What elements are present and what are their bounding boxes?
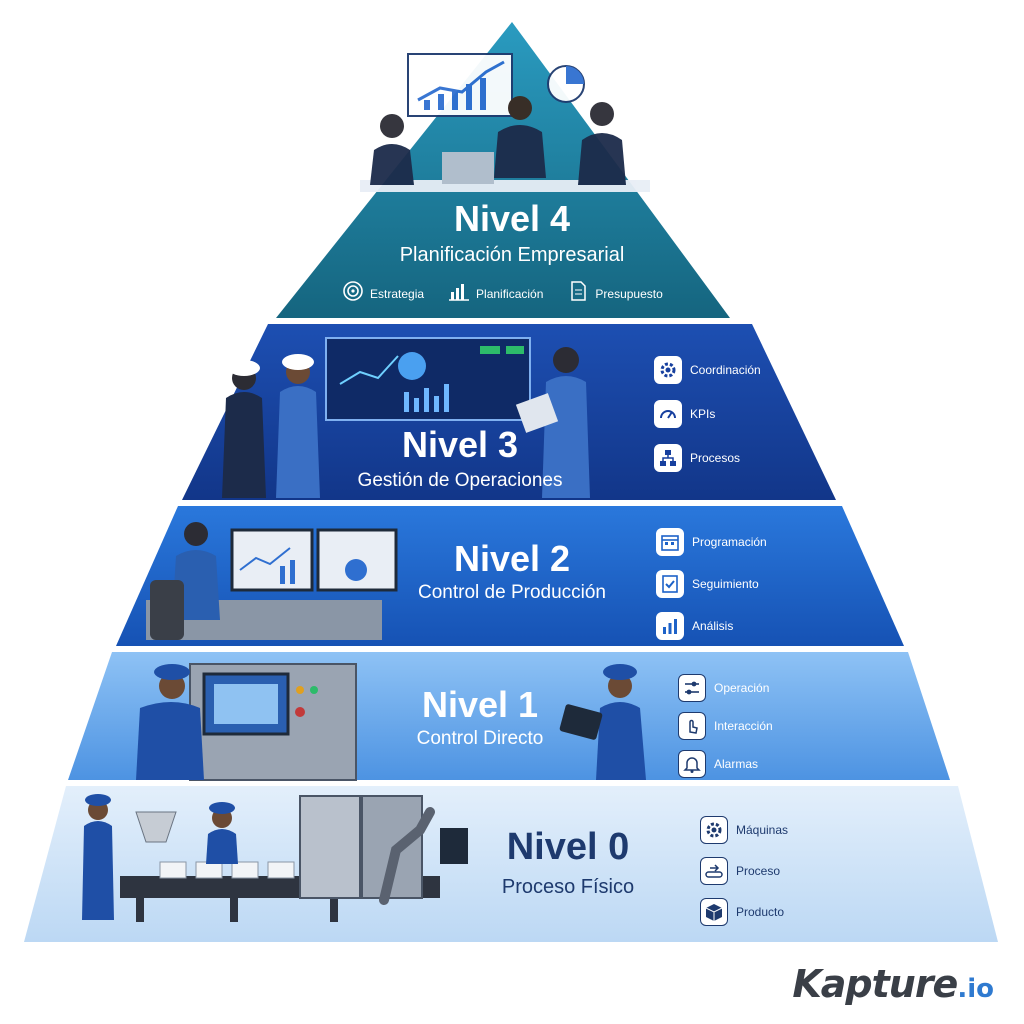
meeting-illustration <box>360 53 650 192</box>
box-icon <box>700 898 728 926</box>
tier-0-item-label: Proceso <box>736 864 781 878</box>
bar-chart-icon <box>656 612 684 640</box>
tier-2-items: Programación Seguimiento Análisis <box>656 528 767 640</box>
gear-icon <box>654 356 682 384</box>
tier-0-items: Máquinas Proceso Producto <box>700 816 788 926</box>
tier-0-shape <box>24 786 998 942</box>
tier-2-item-label: Seguimiento <box>692 577 759 591</box>
tier-1-items: Operación Interacción Alarmas <box>678 674 773 778</box>
tier-4-items: Estrategia Planificación Presupuesto <box>342 280 663 307</box>
tier-4-name: Planificación Empresarial <box>399 244 625 266</box>
touch-icon <box>678 712 706 740</box>
tier-2-item-label: Análisis <box>692 619 734 633</box>
direct-control-illustration <box>136 663 646 781</box>
flowchart-icon <box>654 444 682 472</box>
tier-3-items: Coordinación KPIs Procesos <box>654 356 761 472</box>
tier-0-item-label: Producto <box>736 905 785 919</box>
target-icon <box>342 280 364 307</box>
tier-4-item-label: Presupuesto <box>595 286 663 301</box>
brand-suffix: .io <box>957 974 994 1004</box>
tier-0-item-label: Máquinas <box>736 823 789 837</box>
bar-chart-icon <box>448 280 470 307</box>
tier-4-level: Nivel 4 <box>453 198 571 239</box>
tier-3-item-label: Coordinación <box>690 363 761 377</box>
tier-3-level: Nivel 3 <box>401 424 519 465</box>
sliders-icon <box>678 674 706 702</box>
production-control-illustration <box>146 522 398 640</box>
tier-4-item-label: Estrategia <box>370 286 425 301</box>
tier-4-item-label: Planificación <box>476 286 544 301</box>
tier-3-item-label: KPIs <box>690 407 716 421</box>
tier-3-name: Gestión de Operaciones <box>357 470 563 491</box>
tier-1-level: Nivel 1 <box>421 684 539 725</box>
operations-illustration <box>222 337 590 498</box>
brand-main: Kapture <box>792 962 958 1006</box>
gauge-icon <box>654 400 682 428</box>
tier-2-level: Nivel 2 <box>453 538 571 579</box>
gear-icon <box>700 816 728 844</box>
tier-1-item-label: Alarmas <box>714 757 759 771</box>
conveyor-icon <box>700 857 728 885</box>
brand-logo: Kapture.io <box>792 962 994 1006</box>
checklist-icon <box>656 570 684 598</box>
tier-0-level: Nivel 0 <box>506 826 630 868</box>
tier-3-item-label: Procesos <box>690 451 741 465</box>
tier-1-name: Control Directo <box>416 728 544 749</box>
physical-process-illustration <box>82 794 468 922</box>
tier-1-item-label: Operación <box>714 681 770 695</box>
tier-2-name: Control de Producción <box>418 582 606 603</box>
tier-2-item-label: Programación <box>692 535 767 549</box>
bell-icon <box>678 750 706 778</box>
tier-1-item-label: Interacción <box>714 719 773 733</box>
document-icon <box>567 280 589 307</box>
tier-0-name: Proceso Físico <box>501 876 635 898</box>
calendar-icon <box>656 528 684 556</box>
